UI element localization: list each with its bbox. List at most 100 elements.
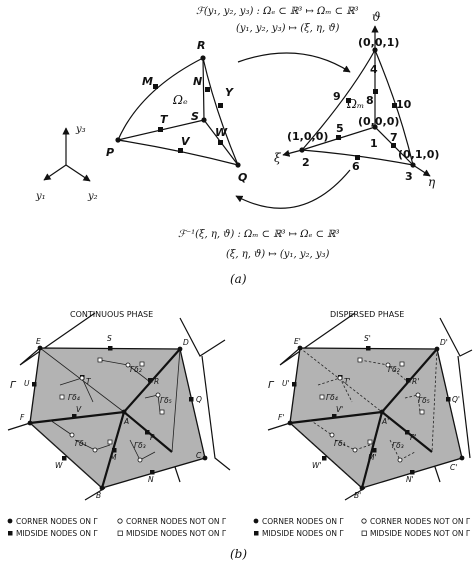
- label-R: R: [197, 39, 205, 52]
- svg-text:S': S': [364, 334, 371, 343]
- label-V: V: [181, 135, 191, 148]
- label-8: 8: [366, 94, 374, 107]
- node-W: [62, 456, 67, 461]
- node-9: [346, 98, 351, 103]
- y1-label: y₁: [35, 191, 46, 202]
- svg-text:Γδ₄: Γδ₄: [68, 393, 80, 402]
- panel-a: ℱ(y₁, y₂, y₃) : Ωₑ ⊂ ℝ³ ↦ Ωₘ ⊂ ℝ³ (y₁, y…: [35, 6, 439, 286]
- node-V: [72, 414, 77, 419]
- node-3: [410, 162, 416, 168]
- svg-text:B': B': [354, 491, 361, 500]
- coord-000: (0,0,0): [358, 115, 399, 128]
- label-6: 6: [352, 160, 360, 173]
- node-5: [336, 135, 341, 140]
- node-D: [177, 346, 183, 352]
- node-W: [218, 140, 223, 145]
- label-9: 9: [333, 90, 341, 103]
- svg-text:Γδ₁: Γδ₁: [75, 439, 87, 448]
- svg-text:N: N: [148, 475, 154, 484]
- label-3: 3: [405, 170, 413, 183]
- label-W: W: [215, 126, 228, 139]
- omega-m: Ωₘ: [346, 97, 364, 111]
- svg-text:P: P: [150, 433, 155, 442]
- svg-text:F: F: [20, 413, 25, 422]
- node-M: [112, 448, 117, 453]
- svg-text:W: W: [55, 461, 63, 470]
- master-element: [282, 25, 431, 177]
- coord-010: (0,1,0): [398, 148, 439, 161]
- node-Q: [189, 397, 194, 402]
- node-C: [202, 455, 208, 461]
- omega-e: Ωₑ: [172, 93, 188, 107]
- label-M: M: [142, 75, 153, 88]
- inv-formula-2: (ξ, η, ϑ) ↦ (y₁, y₂, y₃): [226, 249, 329, 260]
- node-10: [392, 103, 397, 108]
- node-T: [158, 127, 163, 132]
- right-open-nodes: [319, 357, 425, 463]
- node-2: [299, 147, 305, 153]
- svg-text:T': T': [344, 377, 351, 386]
- svg-text:T: T: [86, 377, 92, 386]
- label-4: 4: [370, 63, 378, 76]
- node-R: [200, 55, 206, 61]
- node-P: [145, 430, 150, 435]
- y2-axis: [65, 164, 91, 182]
- svg-text:Γδ₅: Γδ₅: [160, 396, 172, 405]
- svg-text:MIDSIDE NODES NOT ON Γ: MIDSIDE NODES NOT ON Γ: [126, 529, 227, 538]
- svg-text:Γδ₄: Γδ₄: [326, 393, 338, 402]
- left-gamma: Γ: [10, 380, 17, 391]
- svg-text:F': F': [278, 413, 284, 422]
- label-P: P: [106, 146, 114, 159]
- svg-text:Q': Q': [452, 395, 460, 404]
- label-7: 7: [390, 131, 398, 144]
- coord-100: (1,0,0): [287, 130, 328, 143]
- element-nodes: [115, 55, 241, 168]
- svg-text:A: A: [123, 417, 129, 426]
- edge-4-3: [374, 49, 414, 166]
- svg-text:Γδ₂: Γδ₂: [130, 365, 142, 374]
- node-M: [153, 84, 158, 89]
- continuous-phase-title: CONTINUOUS PHASE: [70, 310, 153, 319]
- theta-label: ϑ: [372, 10, 381, 24]
- label-S: S: [191, 110, 199, 123]
- right-gamma-labels: Γδ₂ Γδ₄ Γδ₅ Γδ₁ Γδ₃: [326, 365, 430, 450]
- node-E: [37, 345, 43, 351]
- caption-b: (b): [230, 547, 247, 561]
- eta-label: η: [428, 175, 436, 189]
- panel-b: CONTINUOUS PHASE DISPERSED PHASE Γ: [7, 310, 473, 561]
- svg-text:R': R': [412, 377, 419, 386]
- svg-text:CORNER NODES ON Γ: CORNER NODES ON Γ: [262, 517, 344, 526]
- svg-text:Q: Q: [196, 395, 202, 404]
- label-10: 10: [396, 98, 412, 111]
- svg-text:U: U: [24, 379, 30, 388]
- eta-axis: [412, 164, 431, 177]
- node-S: [201, 117, 207, 123]
- svg-text:Γδ₃: Γδ₃: [134, 441, 146, 450]
- coord-001: (0,0,1): [358, 36, 399, 49]
- forward-map-arrow: [237, 52, 351, 73]
- edge-RSQ: [202, 57, 239, 166]
- svg-text:E: E: [36, 337, 41, 346]
- node-N: [205, 87, 210, 92]
- xi-axis: [282, 149, 303, 157]
- map-formula-1: ℱ(y₁, y₂, y₃) : Ωₑ ⊂ ℝ³ ↦ Ωₘ ⊂ ℝ³: [196, 6, 359, 17]
- node-S: [108, 346, 113, 351]
- node-N: [150, 470, 155, 475]
- svg-text:V': V': [336, 405, 343, 414]
- svg-text:B: B: [96, 491, 101, 500]
- svg-text:D: D: [183, 338, 189, 347]
- svg-text:D': D': [440, 338, 448, 347]
- node-U: [32, 382, 37, 387]
- svg-text:Γδ₁: Γδ₁: [334, 439, 346, 448]
- right-gamma: Γ: [268, 380, 275, 391]
- svg-text:R: R: [154, 377, 159, 386]
- svg-text:M: M: [110, 453, 117, 462]
- edge-RQ: [202, 57, 239, 166]
- node-Y: [218, 103, 223, 108]
- edge-4-2: [301, 49, 376, 151]
- y2-label: y₂: [87, 191, 98, 202]
- svg-text:Γδ₂: Γδ₂: [388, 365, 400, 374]
- map-formula-2: (y₁, y₂, y₃) ↦ (ξ, η, ϑ): [236, 23, 339, 34]
- caption-a: (a): [230, 272, 247, 286]
